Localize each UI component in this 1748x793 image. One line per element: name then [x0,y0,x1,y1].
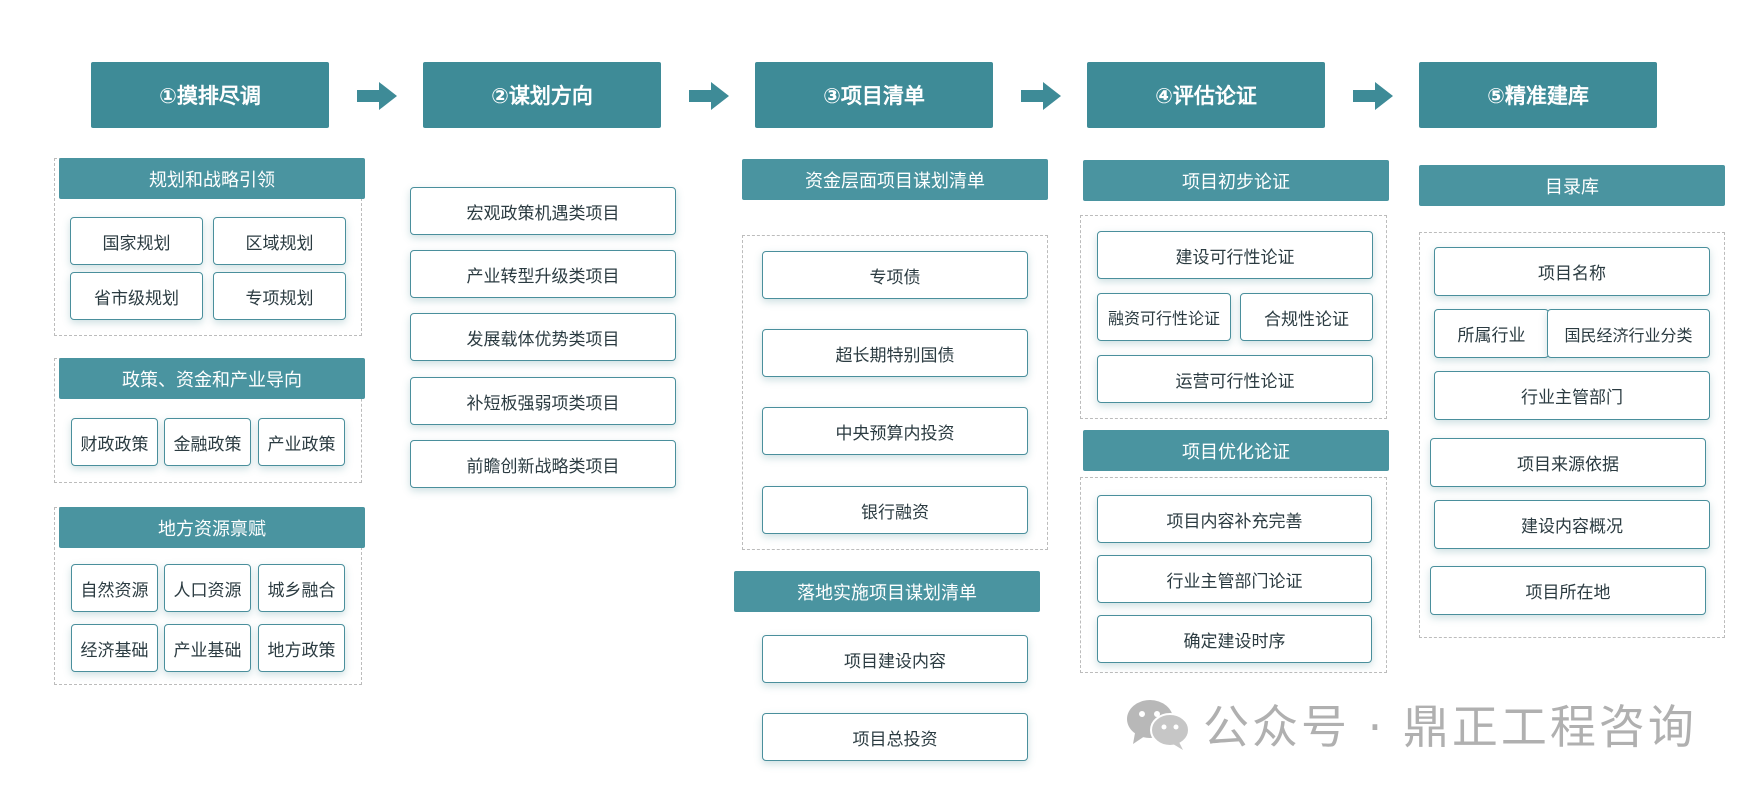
item-box: 地方政策 [258,624,345,672]
arrow-right-icon [689,82,729,110]
item-box: 产业基础 [164,624,251,672]
item-box: 金融政策 [164,418,251,466]
group-frame [1080,215,1387,419]
item-box: 经济基础 [71,624,158,672]
item-box: 产业政策 [258,418,345,466]
item-box: 运营可行性论证 [1097,355,1373,403]
item-box: 国家规划 [70,217,203,265]
arrow-right-icon [1021,82,1061,110]
item-box: 行业主管部门 [1434,371,1710,420]
item-box: 银行融资 [762,486,1028,534]
item-box: 建设可行性论证 [1097,231,1373,279]
item-box: 宏观政策机遇类项目 [410,187,676,235]
item-box: 项目总投资 [762,713,1028,761]
group-frame [1419,232,1725,638]
group-header: 规划和战略引领 [59,158,365,199]
group-header: 地方资源禀赋 [59,507,365,548]
step-4-header: ④评估论证 [1087,62,1325,128]
item-box: 产业转型升级类项目 [410,250,676,298]
item-box: 城乡融合 [258,564,345,612]
item-box: 人口资源 [164,564,251,612]
item-box: 自然资源 [71,564,158,612]
group-header: 目录库 [1419,165,1725,206]
group-header: 项目优化论证 [1083,430,1389,471]
step-5-header: ⑤精准建库 [1419,62,1657,128]
item-box: 建设内容概况 [1434,500,1710,549]
step-2-header: ②谋划方向 [423,62,661,128]
item-box: 确定建设时序 [1097,615,1372,663]
item-box: 合规性论证 [1240,293,1373,341]
item-box: 专项规划 [213,272,346,320]
group-header: 政策、资金和产业导向 [59,358,365,399]
watermark-text: 公众号 · 鼎正工程咨询 [1203,700,1697,754]
item-box: 所属行业 [1434,309,1549,358]
item-box: 补短板强弱项类项目 [410,377,676,425]
step-1-header: ①摸排尽调 [91,62,329,128]
item-box: 超长期特别国债 [762,329,1028,377]
step-3-header: ③项目清单 [755,62,993,128]
group-header: 资金层面项目谋划清单 [742,159,1048,200]
arrow-right-icon [1353,82,1393,110]
group-header: 落地实施项目谋划清单 [734,571,1040,612]
item-box: 项目来源依据 [1430,438,1706,487]
item-box: 项目内容补充完善 [1097,495,1372,543]
item-box: 省市级规划 [70,272,203,320]
item-box: 项目名称 [1434,247,1710,296]
group-frame [742,235,1048,550]
group-frame [1080,477,1387,673]
arrow-right-icon [357,82,397,110]
item-box: 前瞻创新战略类项目 [410,440,676,488]
group-header: 项目初步论证 [1083,160,1389,201]
item-box: 专项债 [762,251,1028,299]
item-box: 财政政策 [71,418,158,466]
item-box: 项目所在地 [1430,566,1706,615]
item-box: 项目建设内容 [762,635,1028,683]
watermark: 公众号 · 鼎正工程咨询 [1125,694,1697,754]
wechat-icon [1127,700,1190,750]
item-box: 融资可行性论证 [1097,293,1231,341]
item-box: 发展载体优势类项目 [410,313,676,361]
item-box: 国民经济行业分类 [1547,309,1710,358]
item-box: 行业主管部门论证 [1097,555,1372,603]
item-box: 中央预算内投资 [762,407,1028,455]
item-box: 区域规划 [213,217,346,265]
